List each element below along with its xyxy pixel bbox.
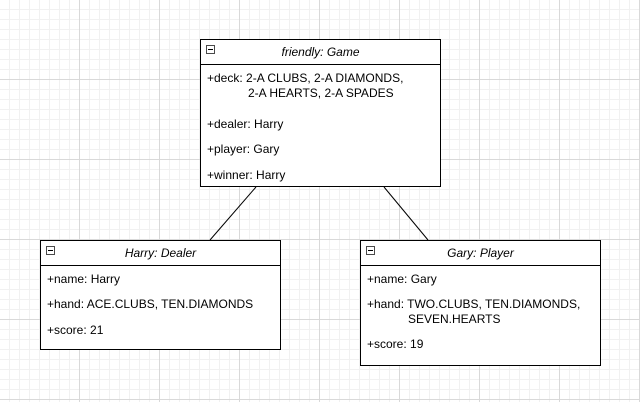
collapse-icon[interactable] (46, 246, 55, 255)
class-header-game[interactable]: friendly: Game (201, 40, 440, 65)
class-title-player: Gary: Player (447, 246, 514, 260)
attr-deck: +deck: 2-A CLUBS, 2-A DIAMONDS, (207, 71, 404, 85)
attr-score: +score: 19 (367, 337, 424, 351)
attr-player: +player: Gary (207, 142, 280, 156)
association-game-player[interactable] (383, 186, 429, 241)
class-title-dealer: Harry: Dealer (124, 246, 197, 260)
attr-dealer: +dealer: Harry (207, 117, 284, 131)
collapse-icon[interactable] (366, 246, 375, 255)
attr-name: +name: Gary (367, 272, 437, 286)
attr-name: +name: Harry (47, 272, 121, 286)
class-box-player[interactable]: Gary: Player +name: Gary +hand: TWO.CLUB… (360, 240, 601, 366)
attr-score: +score: 21 (47, 323, 104, 337)
association-game-dealer[interactable] (209, 186, 257, 241)
class-header-player[interactable]: Gary: Player (361, 241, 600, 266)
attr-hand-continued: SEVEN.HEARTS (408, 312, 501, 326)
attr-deck-continued: 2-A HEARTS, 2-A SPADES (248, 86, 394, 100)
class-box-dealer[interactable]: Harry: Dealer +name: Harry +hand: ACE.CL… (40, 240, 281, 350)
class-title-game: friendly: Game (281, 45, 360, 59)
attr-hand: +hand: TWO.CLUBS, TEN.DIAMONDS, (367, 297, 581, 311)
class-box-game[interactable]: friendly: Game +deck: 2-A CLUBS, 2-A DIA… (200, 39, 441, 187)
attr-winner: +winner: Harry (207, 168, 286, 182)
attr-hand: +hand: ACE.CLUBS, TEN.DIAMONDS (47, 297, 254, 311)
collapse-icon[interactable] (206, 45, 215, 54)
class-header-dealer[interactable]: Harry: Dealer (41, 241, 280, 266)
